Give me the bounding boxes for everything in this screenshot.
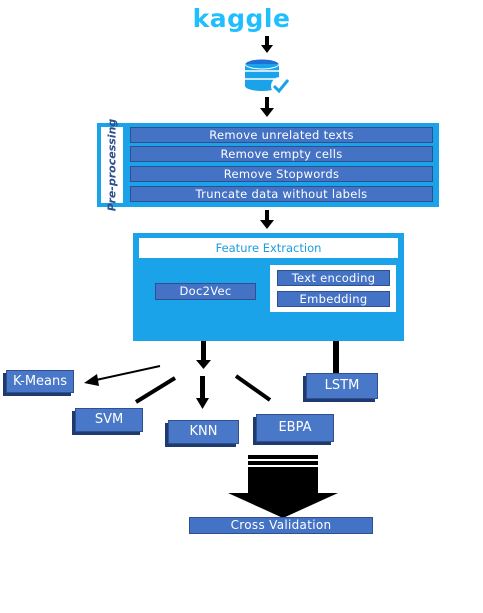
arrow-preprocessing-to-features [260, 210, 274, 229]
doc2vec-box: Doc2Vec [155, 283, 256, 300]
step-remove-unrelated-texts: Remove unrelated texts [130, 127, 433, 143]
arrow-to-knn [196, 376, 209, 409]
arrow-to-svm [134, 376, 177, 404]
preprocessing-label-text: Pre-processing [105, 118, 119, 212]
cross-validation-box: Cross Validation [189, 517, 373, 534]
kaggle-logo: kaggle [192, 4, 291, 33]
embedding-box: Embedding [277, 291, 390, 307]
feature-extraction-title: Feature Extraction [139, 238, 398, 258]
arrow-to-cross-validation [228, 455, 338, 518]
database-check-icon [244, 58, 290, 95]
svm-box: SVM [75, 408, 143, 432]
arrow-to-ebpa [234, 374, 272, 402]
step-remove-empty-cells: Remove empty cells [130, 146, 433, 162]
step-remove-stopwords: Remove Stopwords [130, 166, 433, 182]
text-encoding-box: Text encoding [277, 270, 390, 286]
arrow-to-lstm [333, 316, 339, 373]
arrow-to-kmeans [84, 365, 161, 386]
preprocessing-label: Pre-processing [101, 119, 123, 211]
step-truncate-unlabeled: Truncate data without labels [130, 186, 433, 202]
arrow-kaggle-to-db [261, 36, 273, 53]
knn-box: KNN [168, 420, 239, 444]
lstm-box: LSTM [306, 373, 378, 399]
arrow-db-to-preprocessing [260, 97, 274, 117]
ebpa-box: EBPA [256, 414, 334, 442]
kmeans-box: K-Means [6, 370, 74, 393]
